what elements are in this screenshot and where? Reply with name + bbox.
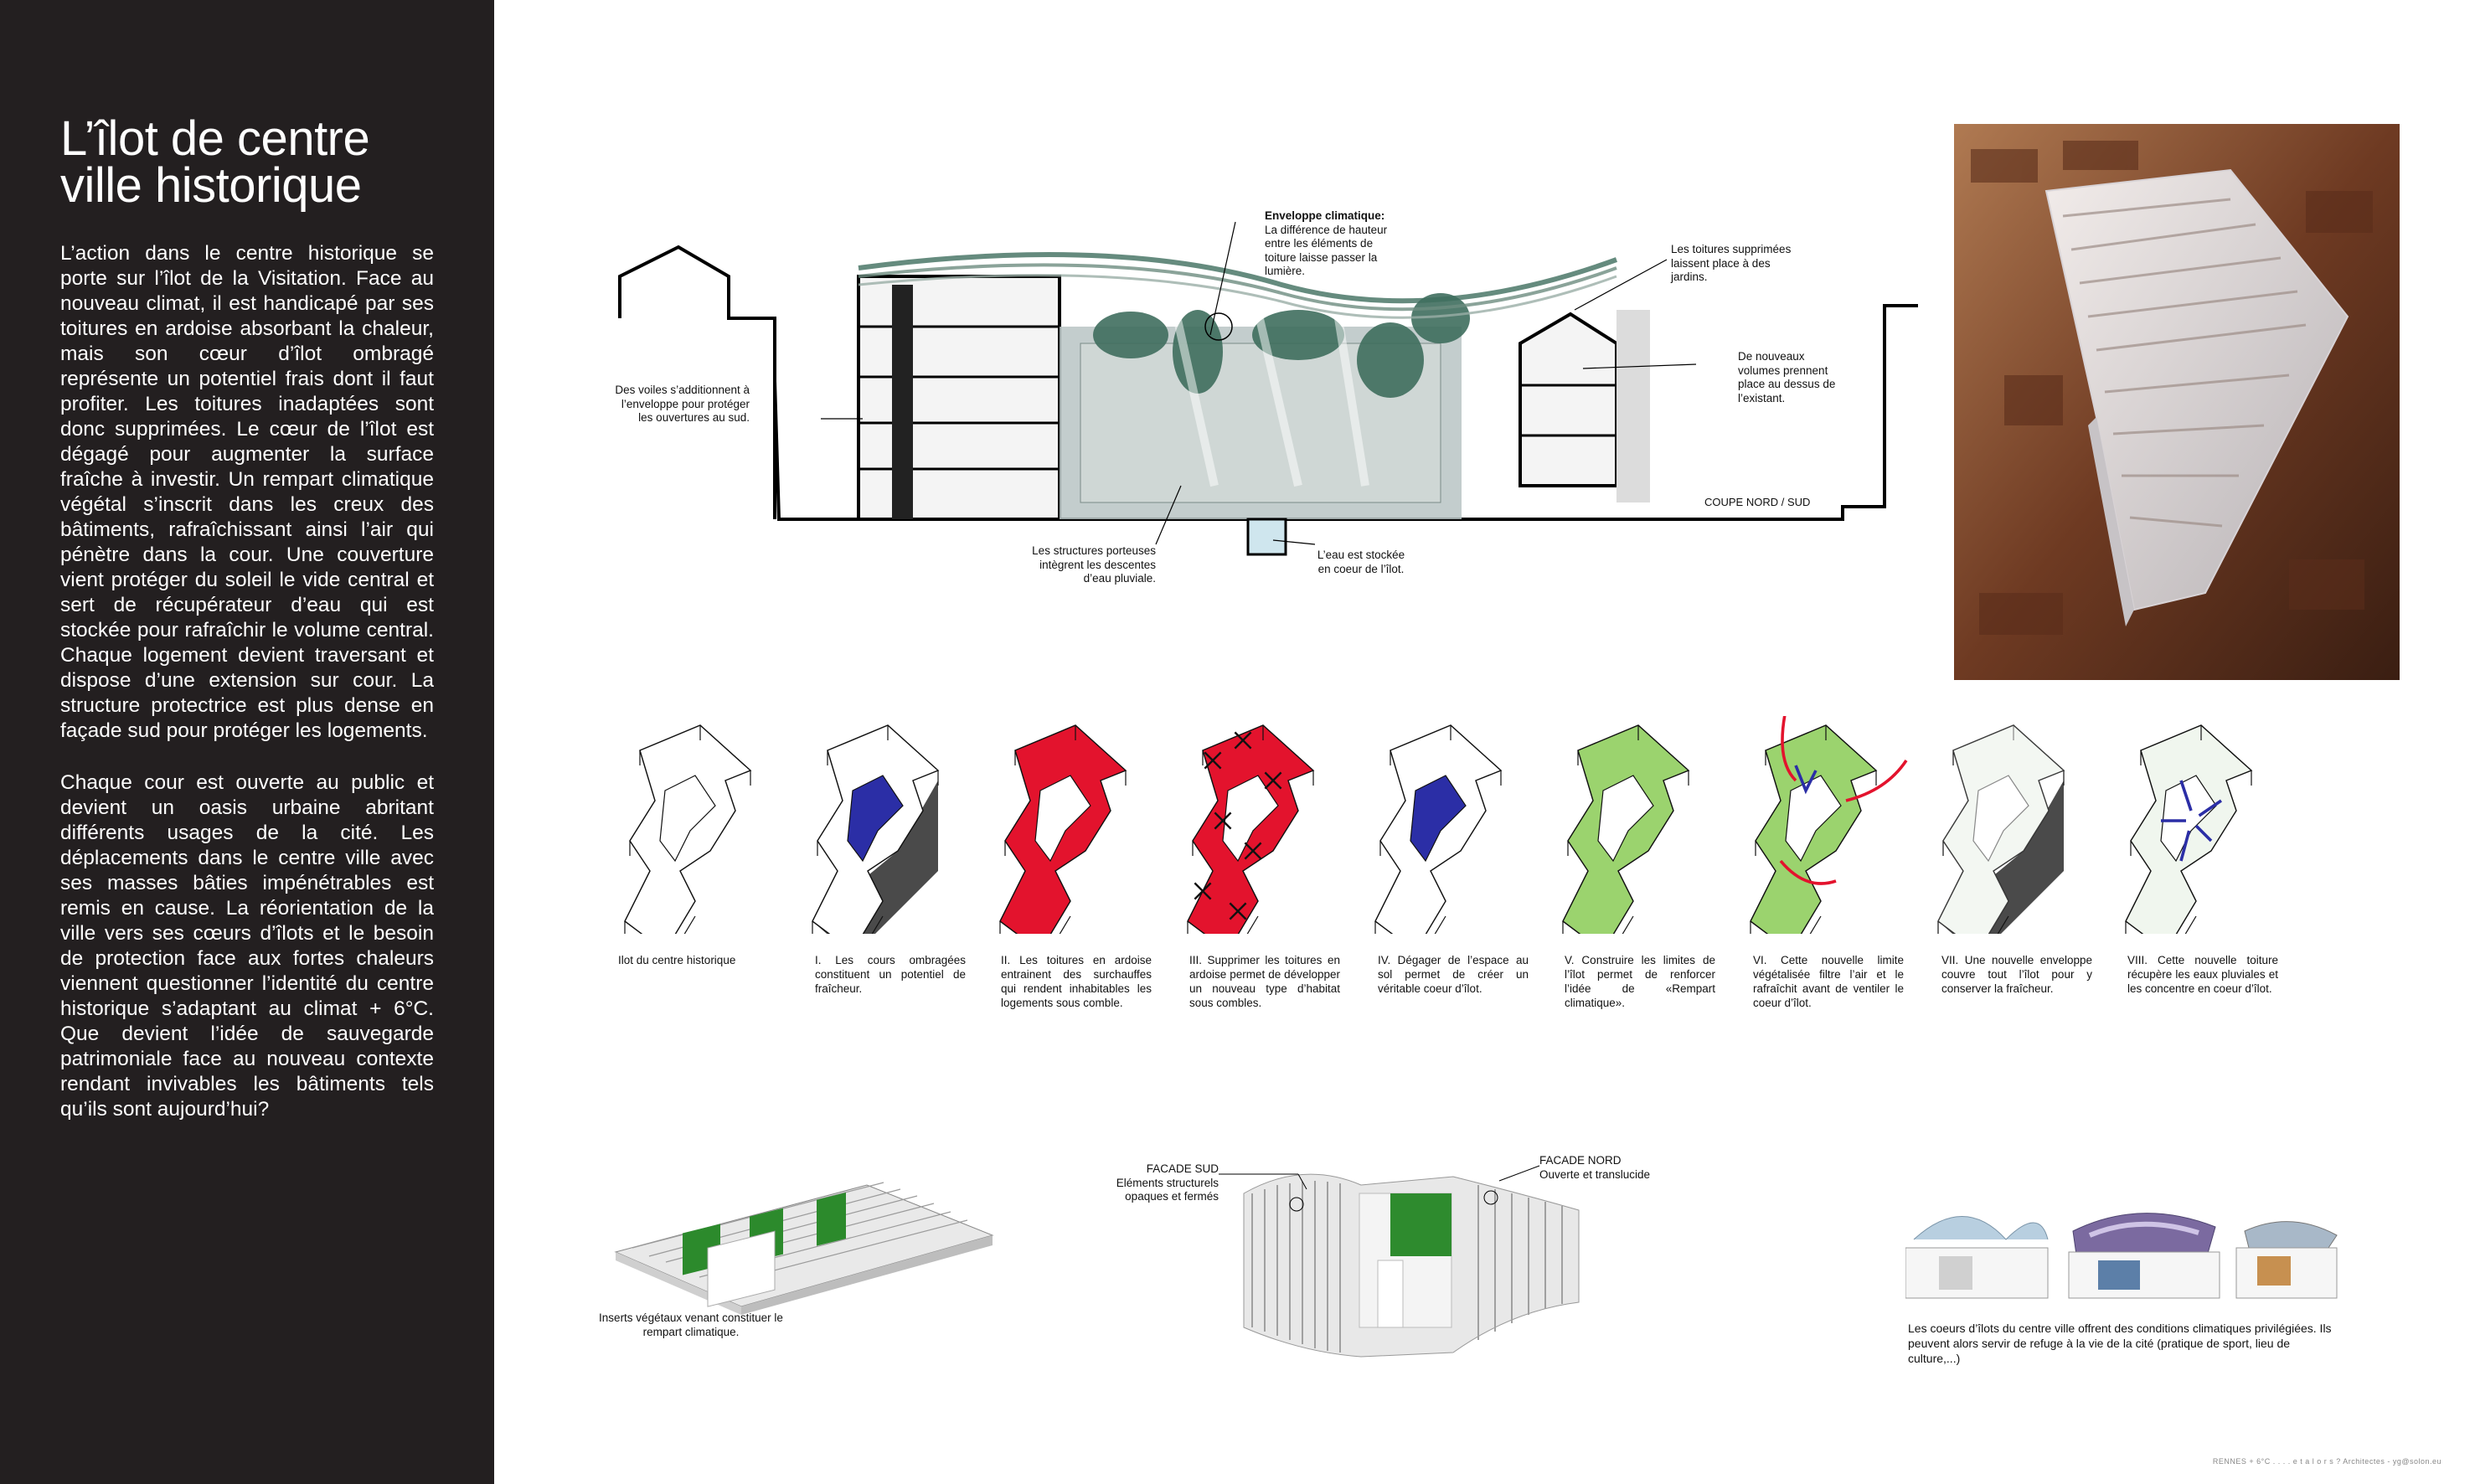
caption-5: V. Construire les limites de l’îlot perm… — [1565, 954, 1715, 1009]
volumes-label: De nouveaux volumes prennent place au de… — [1738, 350, 1836, 404]
title-line-1: L’îlot de centre — [60, 111, 370, 166]
footer-credit: RENNES + 6°C . . . . e t a l o r s ? Arc… — [2212, 1457, 2441, 1466]
caption-7: VII. Une nouvelle enveloppe couvre tout … — [1941, 954, 2092, 995]
caption-4: IV. Dégager de l’espace au sol permet de… — [1378, 954, 1529, 995]
page-title: L’îlot de centre ville historique — [60, 115, 462, 210]
axo-diagram-2 — [999, 724, 1127, 934]
axo-sequence — [624, 716, 2253, 934]
eau-label: L’eau est stockée en coeur de l’îlot. — [1317, 549, 1405, 575]
structures-label: Les structures porteuses intègrent les d… — [1032, 544, 1156, 585]
axo-diagram-3 — [1187, 724, 1315, 934]
section-drawing — [618, 221, 1918, 556]
facade-sud-text: Eléments structurels opaques et fermés — [1116, 1176, 1219, 1203]
envelope-title: Enveloppe climatique: — [1265, 209, 1385, 222]
toitures-label: Les toitures supprimées laissent place à… — [1671, 243, 1792, 283]
facades-render — [1243, 1173, 1580, 1358]
axo-diagram-0 — [624, 724, 752, 934]
facade-nord-label: FACADE NORD Ouverte et translucide — [1539, 1154, 1690, 1182]
caption-3: III. Supprimer les toitures en ardoise p… — [1189, 954, 1340, 1009]
courts-vignettes — [1905, 1213, 2338, 1299]
axo-diagram-8 — [2125, 724, 2253, 934]
facade-nord-text: Ouverte et translucide — [1539, 1167, 1651, 1181]
axo-diagram-4 — [1374, 724, 1503, 934]
axo-diagram-5 — [1562, 724, 1690, 934]
axo-diagram-6 — [1750, 716, 1908, 934]
rempart-axo — [614, 1182, 994, 1315]
caption-1: I. Les cours ombragées constituent un po… — [815, 954, 966, 995]
title-line-2: ville historique — [60, 158, 362, 213]
envelope-label: Enveloppe climatique: La différence de h… — [1265, 209, 1407, 279]
aerial-render — [1954, 124, 2400, 680]
paragraph-2: Chaque cour est ouverte au public et dev… — [60, 771, 434, 1121]
coupe-label: COUPE NORD / SUD — [1704, 496, 1811, 508]
facade-nord-title: FACADE NORD — [1539, 1154, 1622, 1167]
facade-sud-title: FACADE SUD — [1146, 1162, 1219, 1175]
left-panel: L’îlot de centre ville historique L’acti… — [0, 0, 494, 1484]
envelope-text: La différence de hauteur entre les éléme… — [1265, 223, 1388, 278]
facade-leaders — [1219, 1165, 1540, 1212]
caption-0: Ilot du centre historique — [618, 954, 736, 966]
coeurs-label: Les coeurs d’îlots du centre ville offre… — [1908, 1322, 2332, 1365]
caption-6: VI. Cette nouvelle limite végétalisée fi… — [1753, 954, 1904, 1009]
caption-2: II. Les toitures en ardoise entrainent d… — [1001, 954, 1152, 1009]
axo-diagram-7 — [1937, 724, 2065, 934]
caption-8: VIII. Cette nouvelle toiture récupère le… — [2127, 954, 2278, 995]
axo-diagram-1 — [812, 724, 940, 934]
paragraph-1: L’action dans le centre historique se po… — [60, 242, 434, 742]
facade-sud-label: FACADE SUD Eléments structurels opaques … — [1080, 1162, 1219, 1204]
voiles-label: Des voiles s’additionnent à l’enveloppe … — [615, 384, 750, 424]
inserts-label: Inserts végétaux venant constituer le re… — [599, 1311, 783, 1338]
